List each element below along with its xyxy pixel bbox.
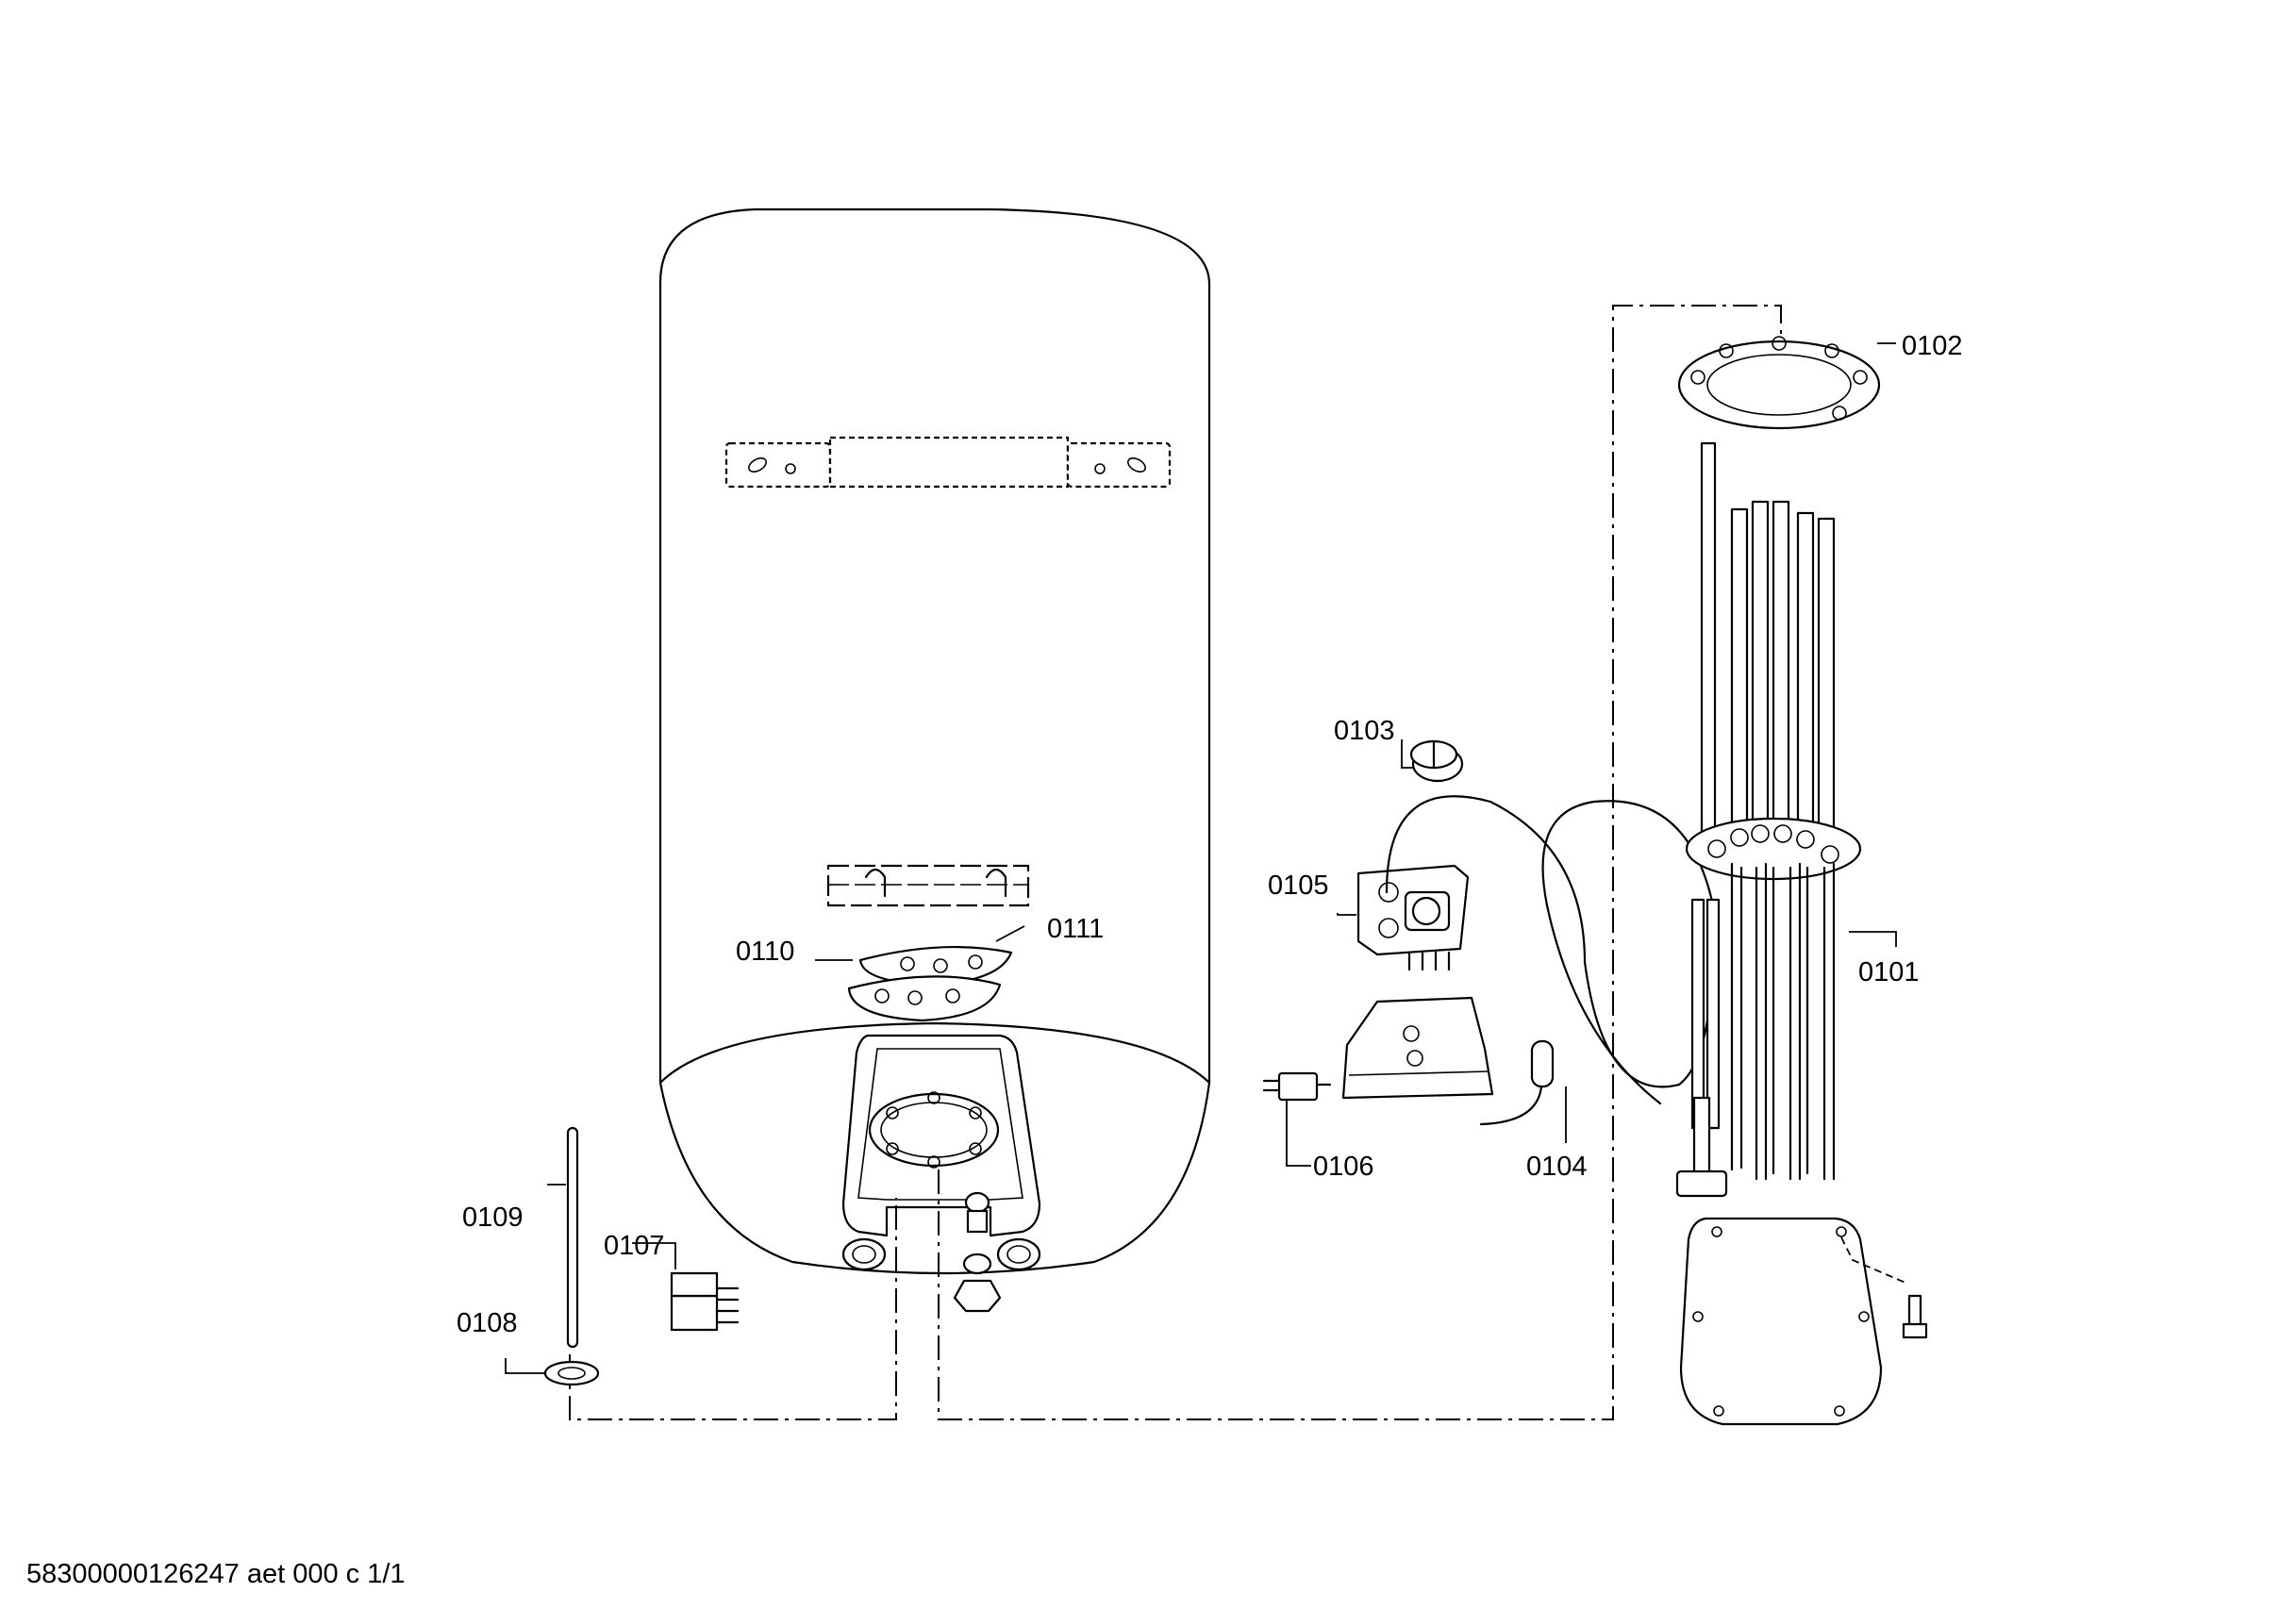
sticker-0111 <box>858 945 1013 987</box>
assembly-lines <box>569 305 1782 1420</box>
part-0105-thermostat <box>1356 864 1470 971</box>
part-0108-ring <box>543 1360 600 1386</box>
thermostat-housing <box>1341 996 1494 1100</box>
part-0102-gasket <box>1677 336 1881 430</box>
callout-0109: 0109 <box>462 1203 524 1233</box>
heater-flange-frame <box>841 1034 1041 1237</box>
part-0109-anode-rod <box>566 1126 579 1349</box>
bottom-wall-bracket <box>826 864 1030 907</box>
callout-0102: 0102 <box>1902 331 1963 361</box>
callout-leaders <box>505 342 1897 1374</box>
top-wall-bracket <box>724 436 1172 489</box>
part-0101-heating-element <box>1675 441 1862 1198</box>
part-0106-switch <box>1262 1071 1332 1102</box>
document-footer-id: 58300000126247 aet 000 c 1/1 <box>26 1559 406 1589</box>
thermostat-capillary <box>1385 795 1715 1105</box>
callout-0111: 0111 <box>1047 914 1104 944</box>
callout-0103: 0103 <box>1334 716 1395 746</box>
callout-0104: 0104 <box>1526 1152 1588 1182</box>
part-0107-terminal-block <box>670 1271 740 1332</box>
callout-0108: 0108 <box>457 1308 518 1338</box>
part-0104-sensor <box>1479 1039 1555 1126</box>
callout-0107: 0107 <box>604 1231 665 1261</box>
callout-0101: 0101 <box>1858 957 1920 987</box>
element-cover-plate <box>1679 1217 1906 1426</box>
callout-labels: 0102 0101 0103 0105 0106 0104 0110 0111 … <box>457 331 1963 1338</box>
callout-0105: 0105 <box>1268 871 1329 901</box>
water-heater-tank <box>658 207 1211 1313</box>
callout-0106: 0106 <box>1313 1152 1374 1182</box>
callout-0110: 0110 <box>736 937 794 967</box>
water-connectors <box>841 1191 1041 1313</box>
part-0103-knob <box>1409 739 1464 783</box>
cover-screw <box>1902 1294 1928 1339</box>
sticker-0110 <box>847 975 1002 1022</box>
